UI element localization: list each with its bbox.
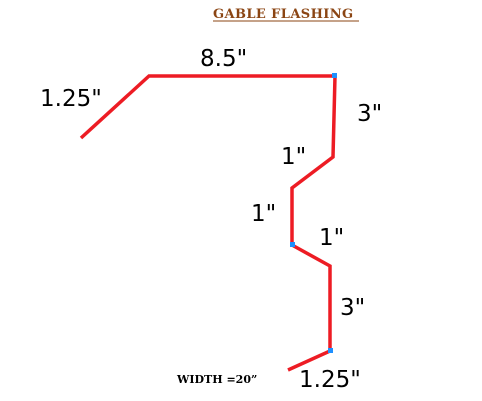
flashing-profile-line — [79, 74, 337, 372]
dim-label-upper-jog: 1" — [281, 144, 306, 170]
total-width-label: WIDTH =20” — [176, 373, 257, 386]
dim-label-middle-vertical: 1" — [251, 201, 276, 227]
dim-label-lower-jog: 1" — [319, 225, 344, 251]
dim-label-bottom-hem: 1.25" — [299, 367, 361, 393]
bend-marker-top-right — [332, 73, 337, 78]
diagram-title: GABLE FLASHING — [213, 7, 354, 22]
bend-marker-middle — [290, 242, 295, 247]
dim-label-lower-drop: 3" — [340, 295, 365, 321]
dim-label-top-hem: 1.25" — [40, 86, 102, 112]
bend-marker-bottom — [328, 348, 333, 353]
dim-label-top-run: 8.5" — [200, 46, 247, 72]
dim-label-upper-drop: 3" — [357, 101, 382, 127]
